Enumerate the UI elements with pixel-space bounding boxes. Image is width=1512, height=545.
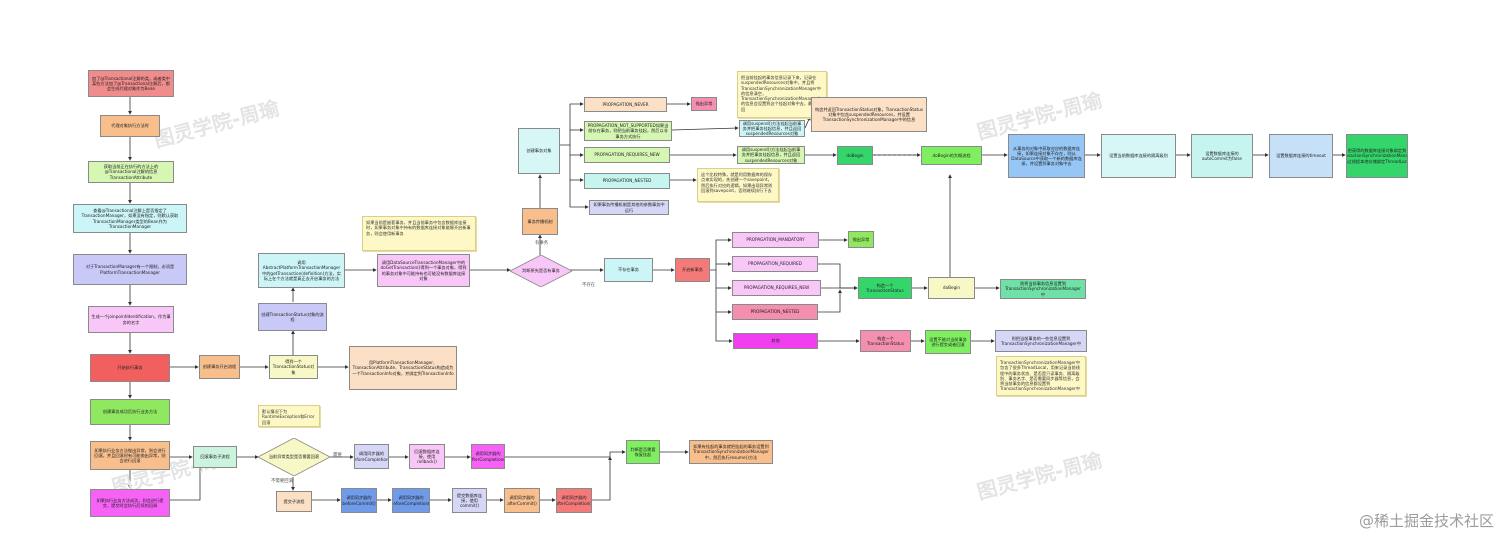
step-rb-after-completion: 调用同步器的afterCompletion() [471,444,505,469]
prop-mandatory-throw: 抛出异常 [848,231,874,248]
prop-never: PROPAGATION_NEVER [584,97,667,112]
prop-requires-new: PROPAGATION_REQUIRES_NEW [732,280,821,296]
step-get-attribute: 获取当前正在执行的方法上的@Transactional注解的信息Transact… [88,161,174,183]
step-suspend-b: 调用suspend()方法挂起当前事务并把事务挂起信息，并且返回suspende… [737,146,805,164]
step-c-commit: 提交数据库连接，使用commit() [452,488,487,513]
step-status-other: 构造一个TransactionStatus [860,330,911,352]
step-rollback-flow: 回滚事务子流程 [193,446,237,468]
prop-requires-new-top: PROPAGATION_REQUIRES_NEW [584,147,670,163]
step-c-before-completion: 调用同步器的beforeCompletion() [392,488,430,513]
step-autocommit: 设置数据库连接的autoCommit为false [1191,134,1253,178]
step-open-new: 开启新事务 [675,258,710,282]
decision-has-transaction: 判断原先是否有事务 [510,255,572,287]
edge-label-has: 有事务 [535,241,549,246]
step-do-get-transaction: 调用DataSourceTransactionManager中的doGetTra… [377,254,470,287]
step-c-after-completion: 调用同步器的afterCompletion() [556,488,592,513]
step-bind-threadlocal: 把获得的数据库连接对象绑定到TransactionSynchronization… [1346,134,1408,178]
step-status-new: 构造一个TransactionStatus [858,277,912,299]
step-rollback-on-error: 如果执行业务方法抛出异常，则会进行回滚，并且回滚时有可能抛出异常，则会进行回滚 [90,441,170,470]
edge-label-none: 不存在 [582,283,596,288]
step-no-transaction: 不存在事务 [604,258,653,282]
step-suspend-a: 调用suspend()方法挂起当前事务并把事务挂起信息，并且返回suspende… [739,120,805,137]
step-exec-business: 创建事务成功后执行业务方法 [90,399,170,425]
step-commit-flow: 提交子流程 [276,491,312,512]
prop-mandatory: PROPAGATION_MANDATORY [732,232,819,248]
step-resume-check: 判断是否需要恢复挂起 [626,440,660,464]
note-sync-manager: TransactionSynchronizationManager中包含了很多T… [996,356,1086,396]
step-status-build: 构造并返回TransactionStatus对象，TransactionStat… [811,97,927,132]
step-c-before-commit: 调用同步器的beforeCommit() [341,488,377,513]
prop-required: PROPAGATION_REQUIRED [732,256,818,272]
edge-label-need: 需要 [333,453,342,458]
step-status-object: 得到一个TransactionStatus对象 [269,355,318,379]
note-savepoint: 这个比较特殊，就是利用数据库的保存点来实现的，先创建一个savepoint，然后… [697,168,779,202]
prop-nested-top: PROPAGATION_NESTED [584,173,670,189]
step-no-commit: 设置不能对当前事务进行提交或者回滚 [925,330,971,354]
step-dobegin-top: doBegin [837,146,873,165]
edge-label-no-rollback: 不需要回滚 [271,479,293,484]
step-propagation-check: 事务传播机制 [522,208,558,235]
step-platform-manager: 对于TransactionManager有一个限制，必须是PlatformTra… [73,254,187,285]
note-runtime-exception: 默认情况下为RuntimeException和Error回滚 [258,405,320,427]
step-joinpoint-name: 生成一个joinpointIdentification，作为事务的名字 [88,306,174,333]
step-rb-rollback: 回滚数据库连接，使用rollback() [409,444,445,469]
step-sync-manager: 则将当前事务信息设置到TransactionSynchronizationMan… [1000,279,1086,299]
step-transaction-info: 用PlatformTransactionManager、TransactionA… [349,346,457,390]
step-commit-on-success: 如果执行业务方法成功，则会进行提交，提交时会执行后续的回调 [90,489,170,517]
step-get-transaction: 调用AbstractPlatformTransactionManager中的ge… [258,253,345,288]
decision-rollback-type: 当前异常类型是否需要回滚 [258,438,330,476]
prop-other-bottom: 其他 [733,333,818,349]
prop-other: 如果事务传播机制是其他的参数事务中运行 [589,200,669,215]
step-status-flow: 创建TransactionStatus对象的流程 [258,303,327,331]
step-proxy-exec: 代理对象执行方法时 [100,115,160,137]
step-create-flow: 创建事务开启流程 [199,355,240,379]
step-rb-before-completion: 调用同步器的beforeCompletion() [354,444,389,469]
note-nested-transaction: 如果当前是嵌套事务，并且当前事务中包含数据库连接时，如果事务对象中持有的数据库连… [362,216,476,251]
prop-never-throw: 抛出异常 [691,97,717,111]
step-check-existing: 创建事务对象 [518,128,560,174]
step-sync-info: 则把当前事务的一些信息设置到TransactionSynchronization… [995,330,1087,352]
step-c-after-commit: 调用同步器的afterCommit() [504,488,540,513]
prop-not-supported: PROPAGATION_NOT_SUPPORTED如果当前存在事务，则把当前事务… [584,121,672,141]
step-resume: 如果有挂起的事务就把挂起的事务设置到TransactionSynchroniza… [689,440,773,464]
step-timeout: 设置数据库连接的timeout [1269,134,1333,178]
brand-watermark: @稀土掘金技术社区 [1358,512,1494,530]
step-start-transaction: 开始执行事务 [90,354,170,382]
step-get-connection: 从事务的对象中获取对应的数据库连接，如果连接对象不存在，则从DataSource… [1008,134,1085,178]
step-isolation: 设置当前数据库连接的隔离级别 [1101,134,1176,178]
step-transaction-manager: 查看@Transactional注解上是否指定了TransactionManag… [73,204,187,233]
step-dobegin-new: doBegin [928,277,975,299]
step-bean-proxy: 加了@Transactional注解的类，或者类中某些方法加了@Transact… [88,70,174,97]
step-dobegin-flow: doBegin的大概流程 [921,146,982,165]
prop-nested: PROPAGATION_NESTED [732,304,818,320]
